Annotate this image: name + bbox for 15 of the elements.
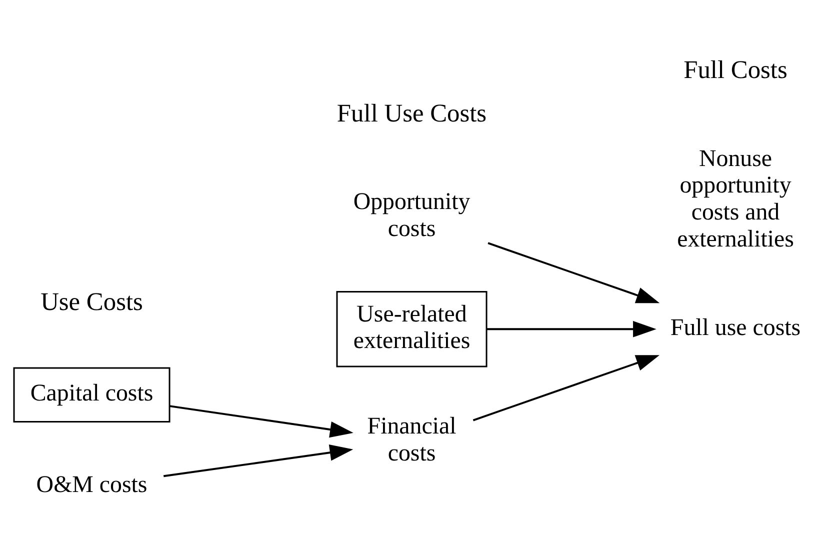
node-text: O&M costs xyxy=(36,472,148,498)
label: Full Use Costs xyxy=(336,99,487,128)
arrow xyxy=(472,355,660,422)
arrow xyxy=(169,405,354,438)
arrow xyxy=(163,444,354,478)
node-text: Financial costs xyxy=(367,413,456,466)
node-text: Opportunity costs xyxy=(353,189,470,242)
label: Full Costs xyxy=(684,56,788,84)
arrow xyxy=(486,320,656,338)
label: Use Costs xyxy=(40,288,143,316)
node-box: Capital costs xyxy=(13,367,170,423)
node-text: Nonuse opportunity costs and externalities xyxy=(677,146,794,253)
node-box: Use-related externalities xyxy=(336,290,488,368)
arrow xyxy=(488,242,660,304)
node-text: Full use costs xyxy=(670,314,801,341)
